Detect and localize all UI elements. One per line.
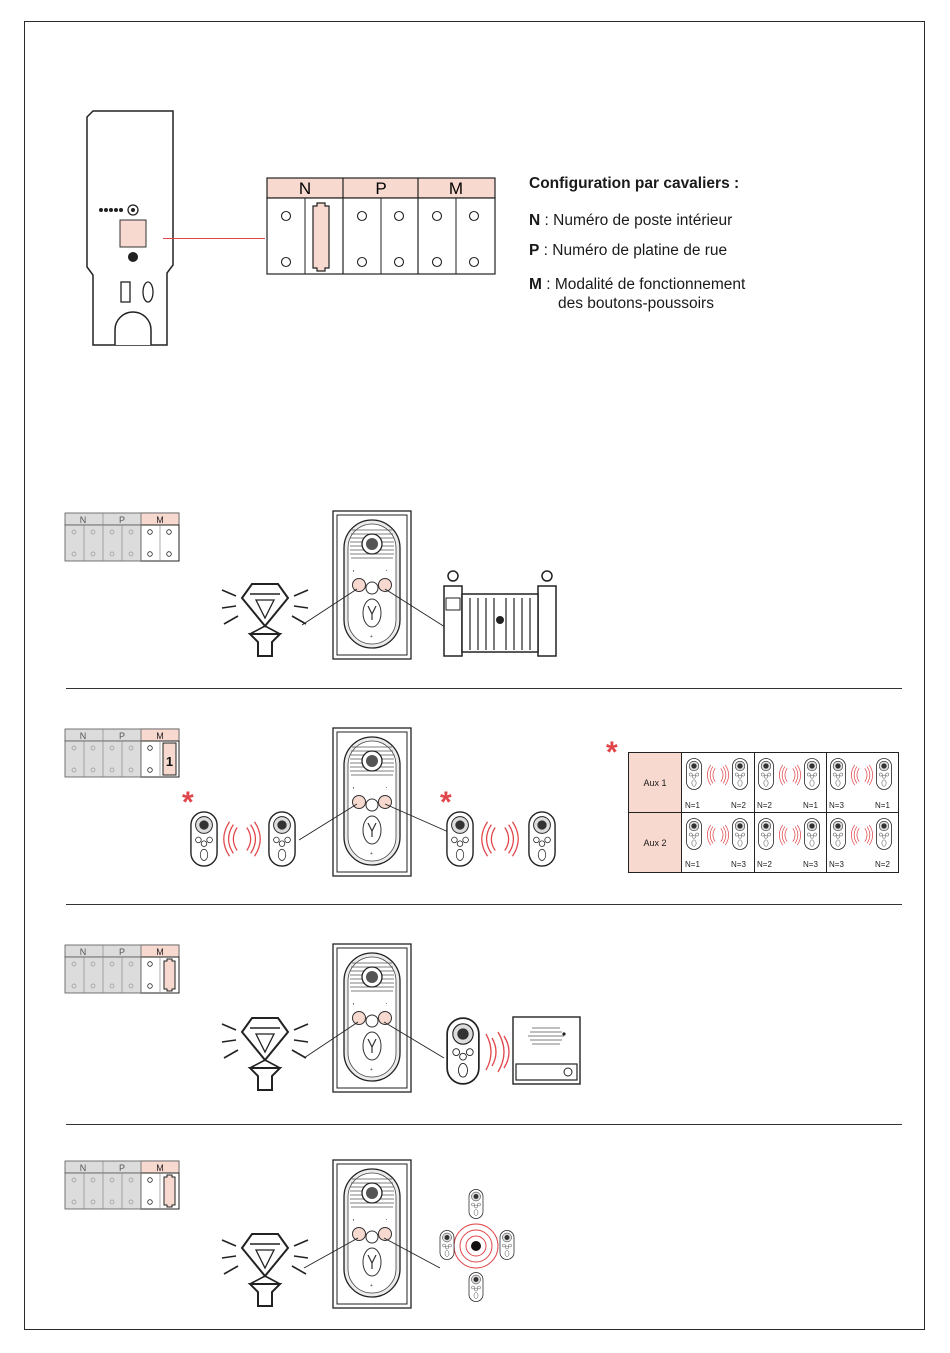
aux2-cell3-a: N=3 bbox=[829, 860, 844, 869]
jumper-label-p: P bbox=[375, 179, 386, 198]
aux1-label: Aux 1 bbox=[629, 753, 682, 813]
jumper-label-m: M bbox=[449, 179, 463, 198]
connector-lines-4 bbox=[300, 1234, 450, 1274]
broadcast-handsets-icon bbox=[436, 1186, 520, 1304]
svg-text:M: M bbox=[156, 1163, 164, 1173]
jumper-mini-2: N P M 1 bbox=[64, 728, 180, 780]
jumper-mini-1: N P M bbox=[64, 512, 180, 564]
aux1-cell1-b: N=2 bbox=[731, 801, 746, 810]
config-title: Configuration par cavaliers : bbox=[529, 175, 739, 193]
svg-text:P: P bbox=[119, 731, 125, 741]
svg-text:N: N bbox=[80, 731, 87, 741]
svg-text:M: M bbox=[156, 731, 164, 741]
divider-1 bbox=[66, 688, 902, 689]
wireless-waves-icon bbox=[218, 815, 266, 863]
aux1-cell3-b: N=1 bbox=[875, 801, 890, 810]
aux1-cell2-a: N=2 bbox=[757, 801, 772, 810]
aux1-cell2-b: N=1 bbox=[803, 801, 818, 810]
jumper-mini-3: N P M bbox=[64, 944, 180, 996]
aux2-label: Aux 2 bbox=[629, 813, 682, 872]
svg-text:1: 1 bbox=[166, 754, 173, 769]
wireless-waves-icon bbox=[476, 815, 524, 863]
handset-icon bbox=[190, 810, 218, 868]
light-icon bbox=[220, 1228, 310, 1308]
config-line-m-cont: des boutons-poussoirs bbox=[558, 295, 714, 313]
leader-line bbox=[163, 238, 265, 239]
gate-icon bbox=[440, 568, 562, 660]
config-line-p: P : Numéro de platine de rue bbox=[529, 242, 727, 260]
svg-text:N: N bbox=[80, 947, 87, 957]
light-icon bbox=[220, 578, 310, 658]
svg-text:N: N bbox=[80, 1163, 87, 1173]
handset-icon bbox=[446, 810, 474, 868]
divider-2 bbox=[66, 904, 902, 905]
svg-text:N: N bbox=[80, 515, 87, 525]
svg-text:P: P bbox=[119, 515, 125, 525]
aux2-cell3-b: N=2 bbox=[875, 860, 890, 869]
connector-lines-1 bbox=[300, 585, 460, 635]
light-icon bbox=[220, 1012, 310, 1092]
svg-text:M: M bbox=[156, 515, 164, 525]
handset-icon bbox=[528, 810, 556, 868]
aux2-cell1-a: N=1 bbox=[685, 860, 700, 869]
svg-text:P: P bbox=[119, 947, 125, 957]
config-line-m: M : Modalité de fonctionnement bbox=[529, 276, 745, 294]
handset-icon bbox=[446, 1016, 480, 1086]
jumper-block-large: N P M bbox=[265, 176, 497, 278]
divider-3 bbox=[66, 1124, 902, 1125]
aux1-cell3-a: N=3 bbox=[829, 801, 844, 810]
svg-text:P: P bbox=[119, 1163, 125, 1173]
intercom-unit-icon bbox=[512, 1016, 582, 1086]
config-line-n: N : Numéro de poste intérieur bbox=[529, 212, 732, 230]
svg-text:M: M bbox=[156, 947, 164, 957]
star-marker-table: * bbox=[606, 738, 618, 768]
connector-lines-3 bbox=[300, 1018, 450, 1068]
aux1-cell1-a: N=1 bbox=[685, 801, 700, 810]
aux2-cell2-a: N=2 bbox=[757, 860, 772, 869]
aux2-cell1-b: N=3 bbox=[731, 860, 746, 869]
jumper-label-n: N bbox=[299, 179, 311, 198]
jumper-mini-4: N P M bbox=[64, 1160, 180, 1212]
handset-icon bbox=[268, 810, 296, 868]
aux2-cell2-b: N=3 bbox=[803, 860, 818, 869]
module-back-view bbox=[85, 105, 285, 355]
